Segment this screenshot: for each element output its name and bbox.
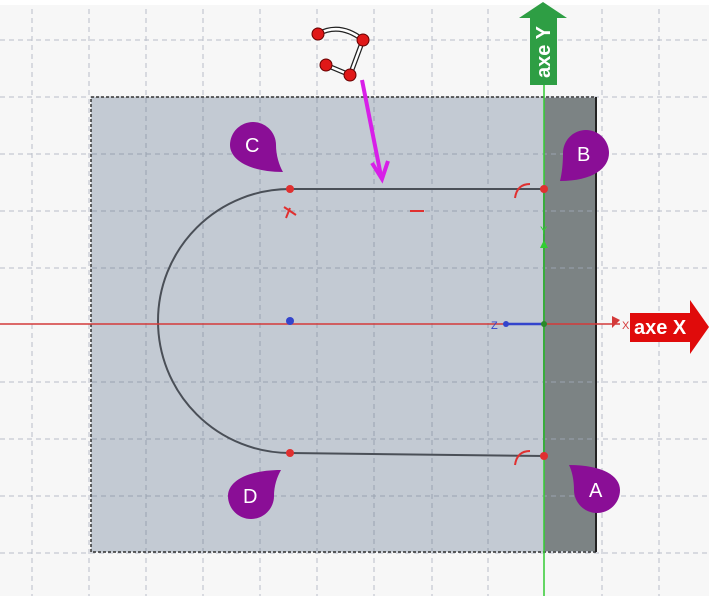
svg-text:B: B bbox=[577, 144, 590, 166]
z-small-label: Z bbox=[491, 320, 498, 332]
svg-text:A: A bbox=[589, 480, 603, 502]
marker-a: A bbox=[569, 465, 620, 513]
pointer-arrow bbox=[360, 79, 390, 184]
axis-y-label: axe Y bbox=[533, 25, 555, 78]
axis-x-banner: axe X bbox=[630, 300, 709, 354]
axis-y-banner: axe Y bbox=[519, 2, 567, 85]
sketch-points[interactable] bbox=[286, 185, 548, 460]
axis-x-label: axe X bbox=[634, 317, 687, 339]
marker-c: C bbox=[230, 122, 283, 172]
center-point[interactable] bbox=[286, 317, 294, 325]
constraint-marks bbox=[283, 183, 531, 466]
sketch-profile[interactable] bbox=[157, 188, 545, 458]
sketch-profile-icon bbox=[311, 26, 370, 82]
marker-d: D bbox=[228, 470, 281, 519]
svg-text:D: D bbox=[243, 486, 257, 508]
svg-text:C: C bbox=[245, 135, 259, 157]
y-small-label: Y bbox=[540, 225, 548, 237]
marker-b: B bbox=[560, 130, 609, 181]
x-small-label: X bbox=[622, 320, 630, 332]
